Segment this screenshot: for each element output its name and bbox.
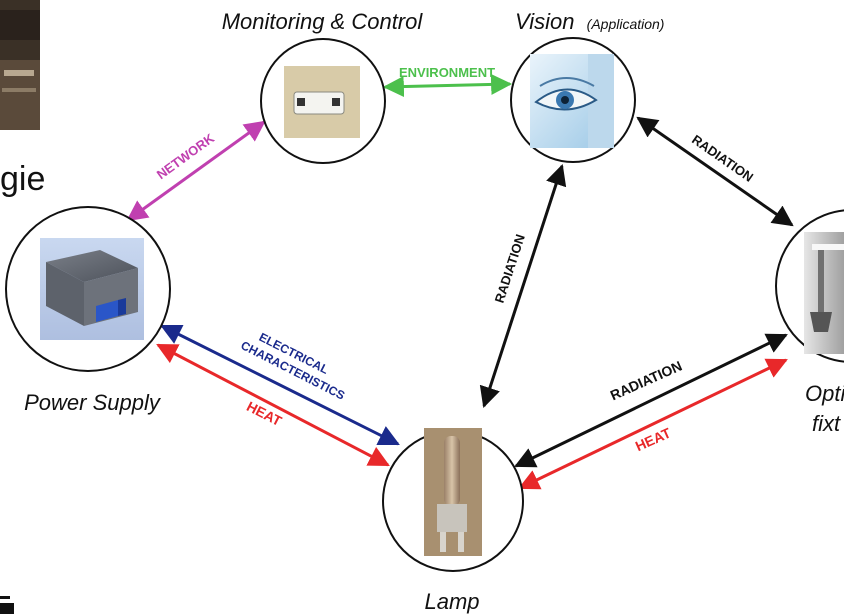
node-label-monitoring-control: Monitoring & Control bbox=[222, 9, 424, 34]
node-label-vision: Vision (Application) bbox=[515, 9, 664, 34]
lamp-bulb-icon bbox=[424, 428, 482, 556]
vision-label-main: Vision bbox=[515, 9, 575, 34]
node-vision bbox=[510, 37, 636, 163]
power-supply-box-icon bbox=[40, 238, 144, 340]
edge-heat-lamp-optic bbox=[518, 358, 788, 490]
optic-fixture-icon bbox=[804, 232, 844, 354]
controller-device-icon bbox=[284, 66, 360, 138]
vision-label-sub: (Application) bbox=[587, 16, 665, 32]
edge-label-environment: ENVIRONMENT bbox=[399, 65, 495, 80]
edge-label-network: NETWORK bbox=[154, 130, 218, 182]
node-power-supply bbox=[5, 206, 171, 372]
node-optic-fixture bbox=[775, 209, 844, 363]
edge-label-heat-power-lamp: HEAT bbox=[244, 398, 285, 429]
node-lamp bbox=[382, 428, 524, 572]
node-monitoring-control bbox=[260, 38, 386, 164]
edge-label-radiation-lamp-vision: RADIATION bbox=[492, 232, 528, 304]
edge-network bbox=[126, 120, 266, 222]
edge-environment bbox=[382, 73, 513, 98]
corner-fragment bbox=[0, 596, 10, 599]
node-label-optic-line1: Opti bbox=[805, 381, 844, 406]
edge-radiation-lamp-vision bbox=[479, 164, 567, 408]
edge-label-heat-lamp-optic: HEAT bbox=[633, 424, 674, 454]
node-label-lamp: Lamp bbox=[424, 589, 479, 614]
slide-partial-text: gie bbox=[0, 160, 46, 198]
node-label-optic-line2: fixt bbox=[812, 411, 841, 436]
edge-label-radiation-lamp-optic: RADIATION bbox=[608, 358, 685, 404]
corner-fragment-2 bbox=[0, 603, 14, 614]
node-label-power-supply: Power Supply bbox=[24, 390, 162, 415]
eye-icon bbox=[530, 54, 614, 148]
edge-radiation-vision-optic bbox=[636, 116, 794, 227]
corner-photo bbox=[0, 0, 40, 130]
edge-heat-power-lamp bbox=[156, 343, 390, 467]
